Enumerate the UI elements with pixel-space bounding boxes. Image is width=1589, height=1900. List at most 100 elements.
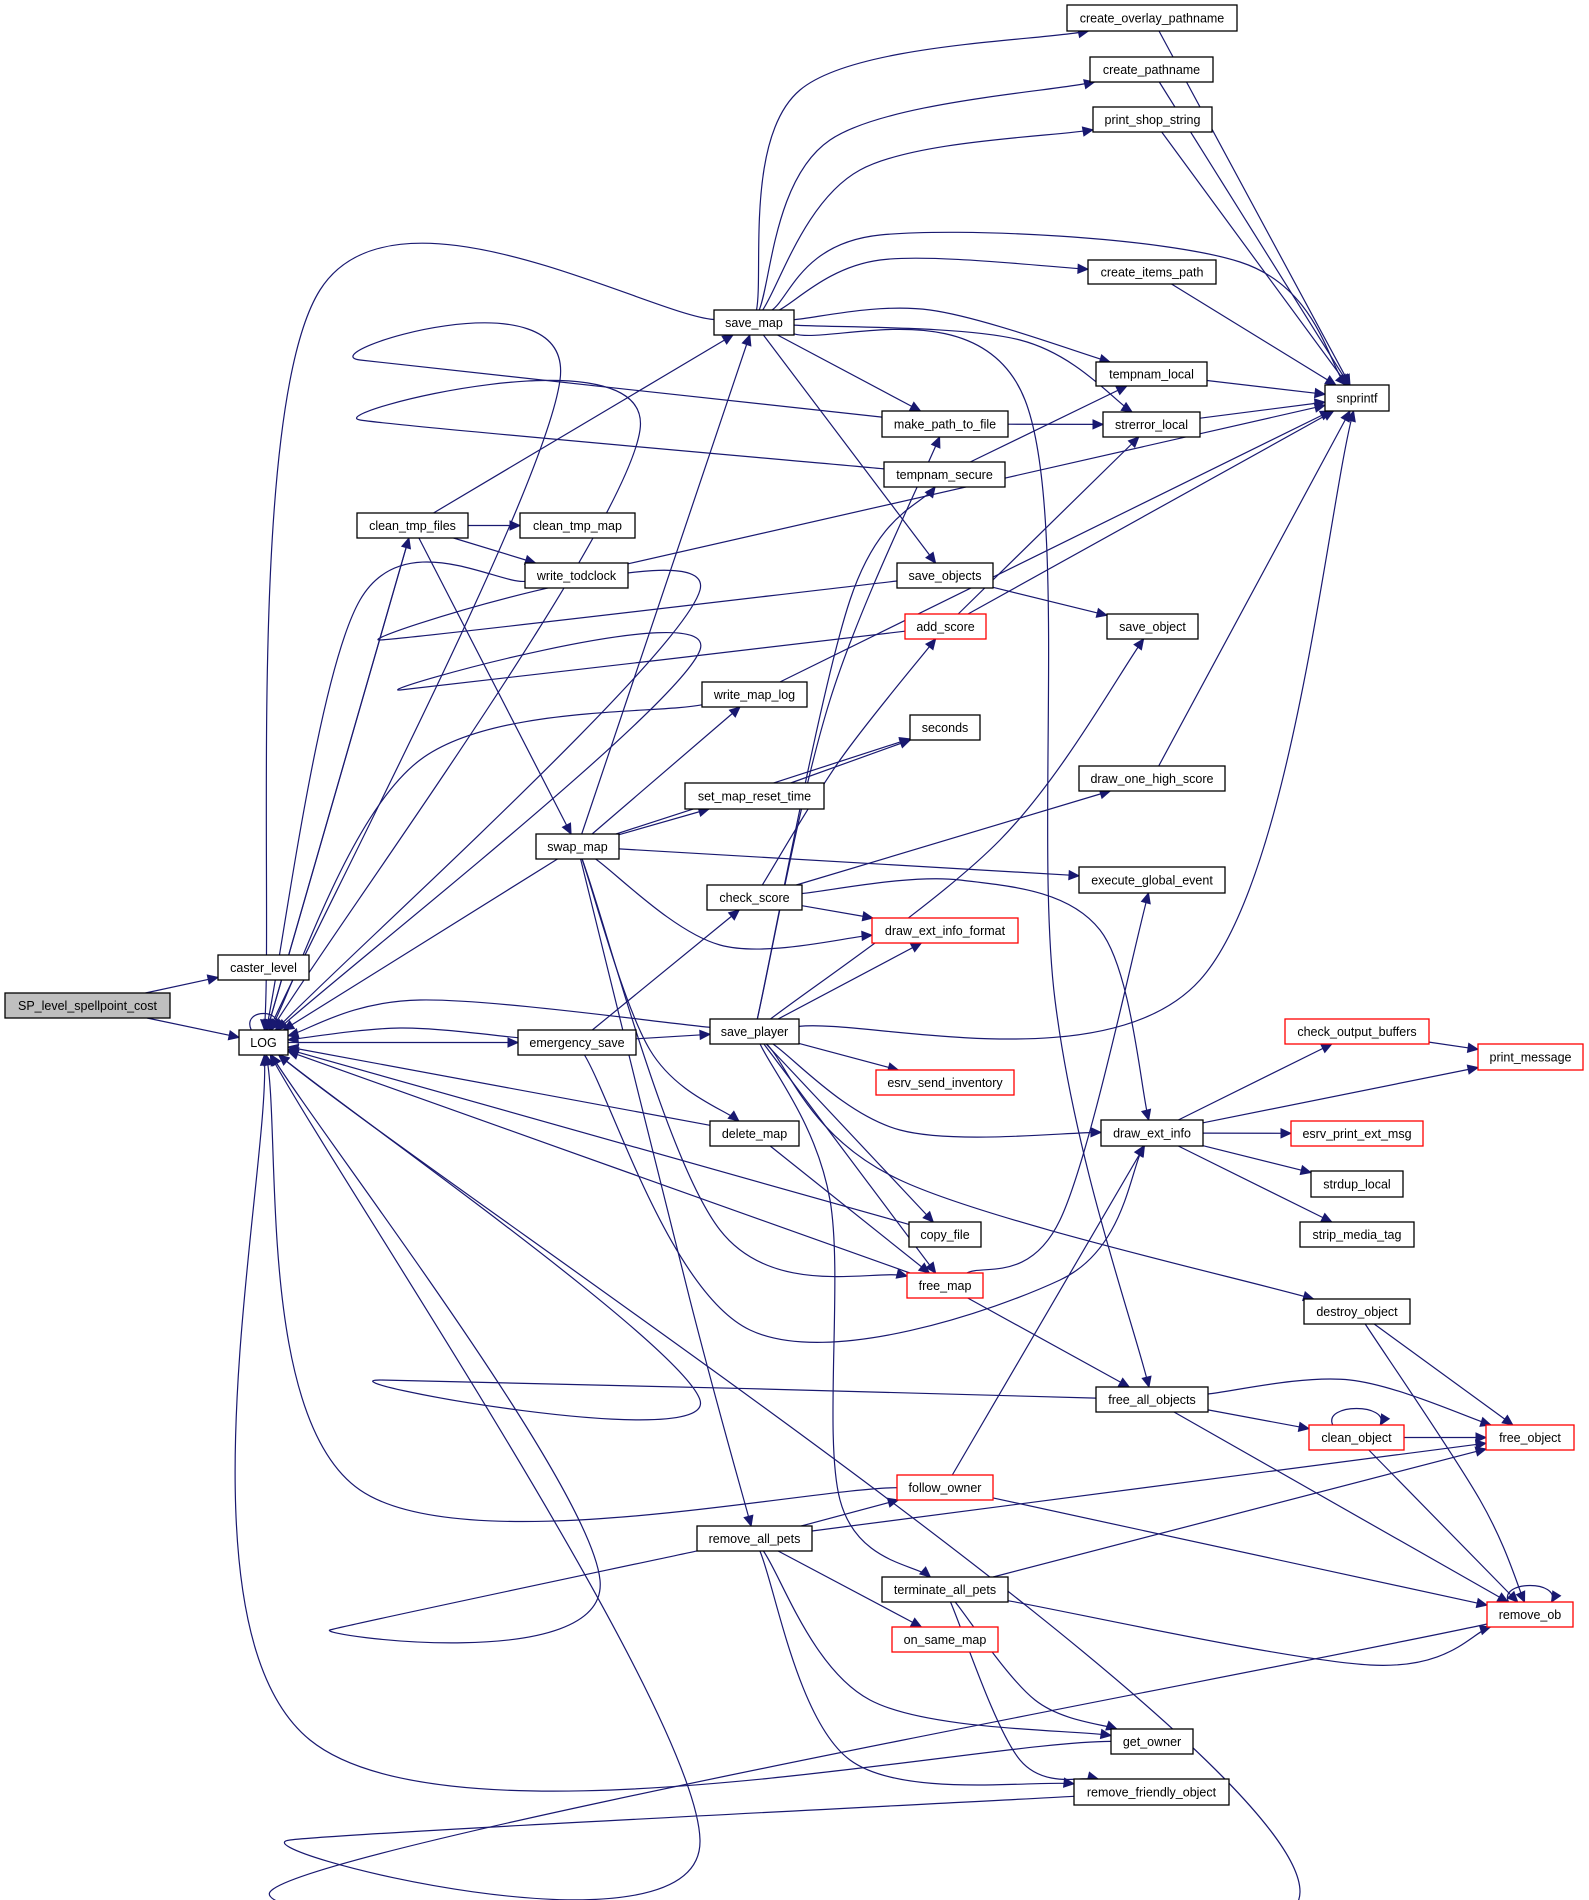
node-sp-level-spellpoint-cost[interactable]: SP_level_spellpoint_cost: [4, 992, 171, 1019]
node-box: [1486, 1601, 1574, 1628]
edge-free_all_objects-to-remove_ob: [1173, 1411, 1509, 1603]
node-save-player[interactable]: save_player: [709, 1018, 800, 1045]
node-box: [519, 512, 636, 539]
edge-save_player-to-terminate_all_pets: [759, 1043, 931, 1578]
node-save-map[interactable]: save_map: [713, 309, 795, 336]
node-create-overlay-pathname[interactable]: create_overlay_pathname: [1066, 4, 1238, 32]
edge-remove_all_pets-to-on_same_map: [777, 1550, 922, 1628]
node-draw-one-high-score[interactable]: draw_one_high_score: [1078, 765, 1226, 792]
node-label: remove_ob: [1499, 1608, 1562, 1622]
node-emergency-save[interactable]: emergency_save: [517, 1029, 637, 1056]
arrowhead-swap_map-to-execute_global_event: [1068, 869, 1081, 881]
edge-swap_map-to-free_map: [581, 858, 908, 1278]
node-box: [1308, 1424, 1405, 1451]
node-strerror-local[interactable]: strerror_local: [1102, 411, 1201, 438]
arrowhead-add_score-to-strerror_local: [1127, 436, 1140, 449]
node-delete-map[interactable]: delete_map: [709, 1120, 800, 1147]
node-box: [896, 1474, 994, 1501]
edge-print_shop_string-to-snprintf: [1161, 131, 1348, 386]
edge-layer: [145, 27, 1562, 1900]
node-on-same-map[interactable]: on_same_map: [891, 1626, 999, 1653]
arrowhead-save_player-to-terminate_all_pets: [918, 1566, 932, 1578]
node-execute-global-event[interactable]: execute_global_event: [1078, 866, 1226, 894]
node-remove-all-pets[interactable]: remove_all_pets: [696, 1525, 813, 1552]
edge-add_score-to-snprintf: [967, 410, 1334, 615]
edge-swap_map-to-set_map_reset_time: [618, 808, 710, 836]
edge-save_map-to-print_shop_string: [762, 129, 1094, 311]
edge-terminate_all_pets-to-get_owner: [954, 1601, 1117, 1730]
node-create-items-path[interactable]: create_items_path: [1087, 259, 1217, 285]
node-box: [1095, 361, 1208, 387]
edge-add_score-to-LOG: [276, 630, 906, 1031]
node-box: [1102, 411, 1201, 438]
node-copy-file[interactable]: copy_file: [908, 1221, 982, 1248]
node-label: strerror_local: [1115, 418, 1188, 432]
edge-save_player-to-destroy_object: [766, 1043, 1314, 1300]
node-snprintf[interactable]: snprintf: [1324, 384, 1390, 412]
node-add-score[interactable]: add_score: [904, 613, 987, 640]
node-free-object[interactable]: free_object: [1485, 1424, 1575, 1451]
node-log[interactable]: LOG: [238, 1029, 289, 1056]
arrowhead-free_map-to-free_all_objects: [1117, 1377, 1131, 1388]
node-label: terminate_all_pets: [894, 1583, 996, 1597]
node-label: print_message: [1490, 1051, 1572, 1065]
node-get-owner[interactable]: get_owner: [1110, 1728, 1194, 1755]
node-terminate-all-pets[interactable]: terminate_all_pets: [881, 1576, 1009, 1603]
node-free-all-objects[interactable]: free_all_objects: [1095, 1386, 1209, 1413]
node-save-objects[interactable]: save_objects: [896, 562, 994, 589]
node-strdup-local[interactable]: strdup_local: [1310, 1170, 1404, 1198]
edge-save_player-to-save_object: [770, 638, 1145, 1020]
node-create-pathname[interactable]: create_pathname: [1089, 56, 1214, 83]
edge-clean_tmp_files-to-write_todclock: [453, 537, 536, 564]
node-draw-ext-info[interactable]: draw_ext_info: [1100, 1119, 1204, 1147]
edge-save_player-to-draw_ext_info: [772, 1043, 1102, 1138]
node-free-map[interactable]: free_map: [906, 1272, 984, 1299]
node-check-output-buffers[interactable]: check_output_buffers: [1284, 1018, 1430, 1045]
edge-swap_map-to-remove_all_pets: [580, 858, 752, 1527]
node-box: [1303, 1298, 1411, 1325]
arrowhead-draw_ext_info-to-strip_media_tag: [1320, 1212, 1333, 1223]
node-esrv-send-inventory[interactable]: esrv_send_inventory: [875, 1069, 1015, 1096]
arrowhead-follow_owner-to-draw_ext_info: [1134, 1144, 1146, 1158]
edge-save_player-to-copy_file: [765, 1043, 934, 1223]
arrowhead-save_map-to-free_all_objects: [1141, 1375, 1152, 1389]
node-caster-level[interactable]: caster_level: [217, 954, 310, 981]
edge-remove_all_pets-to-get_owner: [762, 1550, 1112, 1737]
edge-strerror_local-to-snprintf: [1199, 401, 1326, 419]
node-set-map-reset-time[interactable]: set_map_reset_time: [684, 782, 825, 810]
node-make-path-to-file[interactable]: make_path_to_file: [881, 410, 1009, 438]
node-box: [908, 1221, 982, 1248]
node-label: free_object: [1499, 1431, 1561, 1445]
node-label: set_map_reset_time: [698, 790, 811, 804]
node-tempnam-secure[interactable]: tempnam_secure: [883, 461, 1006, 488]
node-draw-ext-info-format[interactable]: draw_ext_info_format: [871, 917, 1019, 944]
node-seconds[interactable]: seconds: [909, 714, 981, 741]
node-label: draw_ext_info_format: [885, 924, 1006, 938]
node-write-todclock[interactable]: write_todclock: [524, 562, 629, 589]
arrowhead-make_path_to_file-to-strerror_local: [1092, 419, 1105, 430]
node-label: remove_friendly_object: [1087, 1786, 1217, 1800]
node-clean-object[interactable]: clean_object: [1308, 1424, 1405, 1451]
node-save-object[interactable]: save_object: [1106, 613, 1199, 640]
node-print-message[interactable]: print_message: [1477, 1043, 1584, 1071]
node-check-score[interactable]: check_score: [706, 884, 803, 911]
node-print-shop-string[interactable]: print_shop_string: [1092, 106, 1213, 133]
node-label: on_same_map: [904, 1633, 987, 1647]
node-label: LOG: [250, 1036, 276, 1050]
arrowhead-clean_tmp_files-to-save_map: [721, 334, 735, 345]
node-clean-tmp-map[interactable]: clean_tmp_map: [519, 512, 636, 539]
node-box: [706, 884, 803, 911]
node-remove-friendly-object[interactable]: remove_friendly_object: [1073, 1778, 1230, 1806]
edge-draw_ext_info-to-strdup_local: [1202, 1145, 1312, 1174]
node-clean-tmp-files[interactable]: clean_tmp_files: [356, 512, 469, 539]
node-strip-media-tag[interactable]: strip_media_tag: [1299, 1221, 1415, 1248]
node-write-map-log[interactable]: write_map_log: [701, 681, 808, 708]
arrowhead-clean_object-to-free_object: [1475, 1432, 1488, 1443]
node-label: strdup_local: [1323, 1178, 1390, 1192]
node-esrv-print-ext-msg[interactable]: esrv_print_ext_msg: [1290, 1120, 1424, 1147]
node-follow-owner[interactable]: follow_owner: [896, 1474, 994, 1501]
node-remove-ob[interactable]: remove_ob: [1486, 1601, 1574, 1628]
node-destroy-object[interactable]: destroy_object: [1303, 1298, 1411, 1325]
node-swap-map[interactable]: swap_map: [535, 833, 620, 860]
node-tempnam-local[interactable]: tempnam_local: [1095, 361, 1208, 387]
